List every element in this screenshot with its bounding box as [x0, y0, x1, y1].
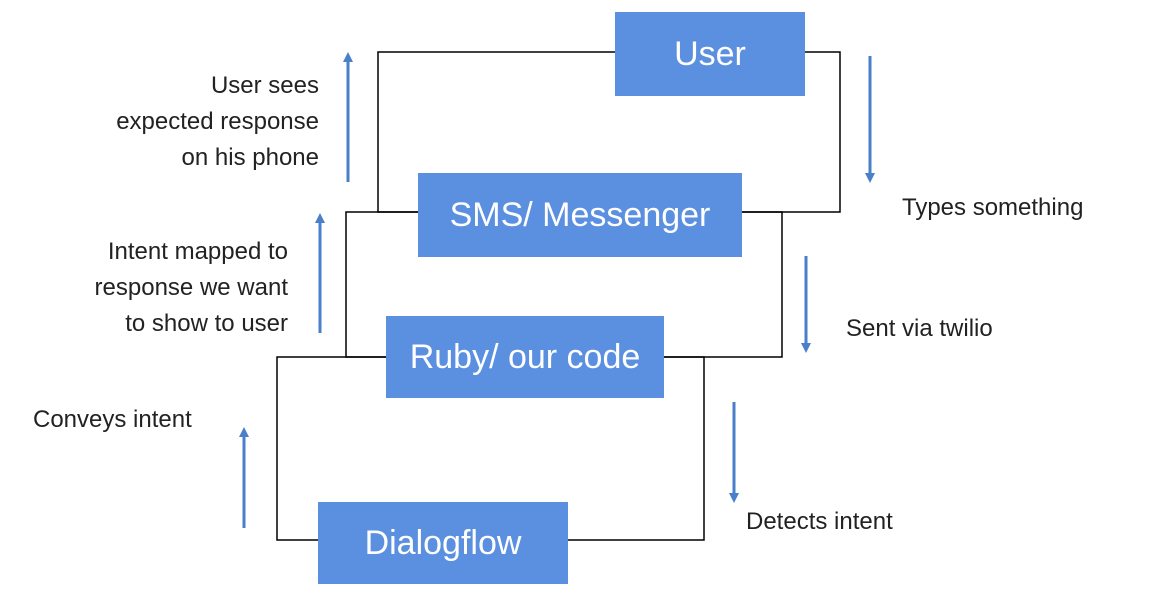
label-detects-intent: Detects intent: [746, 504, 893, 540]
node-dialogflow: Dialogflow: [318, 502, 568, 584]
label-conveys-intent: Conveys intent: [33, 402, 192, 438]
label-user-sees: User sees expected response on his phone: [116, 68, 319, 176]
label-line: expected response: [116, 108, 319, 135]
label-line: Intent mapped to: [107, 238, 288, 265]
label-types-something: Types something: [902, 190, 1083, 226]
label-line: on his phone: [181, 144, 319, 171]
node-ruby-label: Ruby/ our code: [409, 337, 641, 376]
node-dialogflow-label: Dialogflow: [364, 523, 522, 562]
node-user-label: User: [674, 34, 746, 73]
label-line: to show to user: [125, 310, 288, 337]
label-line: Detects intent: [746, 508, 893, 535]
node-ruby-code: Ruby/ our code: [386, 316, 664, 398]
node-sms-messenger: SMS/ Messenger: [418, 173, 742, 257]
label-line: response we want: [94, 274, 288, 301]
node-user: User: [615, 12, 805, 96]
label-intent-mapped: Intent mapped to response we want to sho…: [95, 234, 288, 342]
connector-ruby-dialogflow: [276, 356, 705, 541]
label-line: Conveys intent: [33, 406, 192, 433]
node-sms-label: SMS/ Messenger: [449, 195, 711, 234]
label-line: Types something: [902, 194, 1084, 221]
label-line: Sent via twilio: [846, 315, 993, 342]
label-sent-via-twilio: Sent via twilio: [846, 311, 993, 347]
label-line: User sees: [210, 72, 319, 99]
